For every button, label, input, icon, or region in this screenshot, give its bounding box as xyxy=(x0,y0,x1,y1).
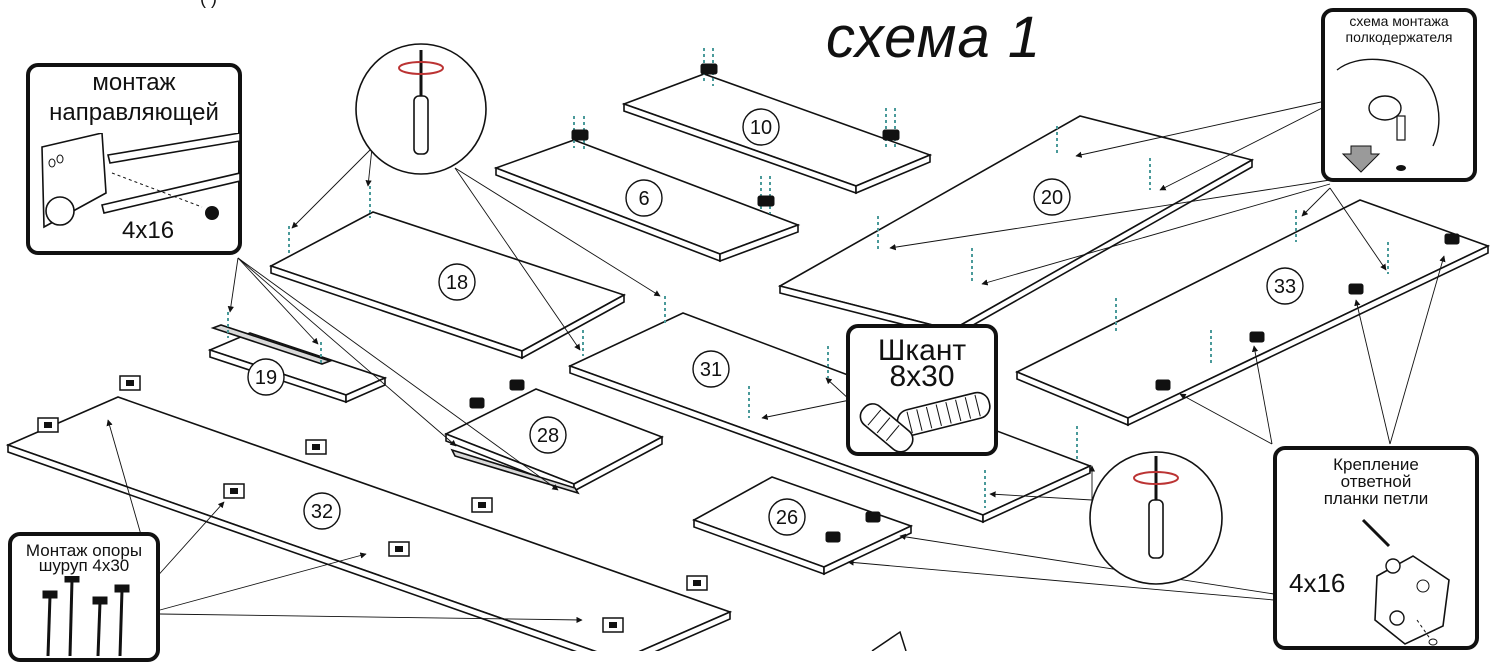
panel-31-board xyxy=(567,312,1093,524)
partial-bracket xyxy=(871,630,907,651)
dowel-illustration xyxy=(859,391,991,453)
callout-hinge-screw-size: 4x16 xyxy=(1289,568,1346,598)
callout-rail-line1: монтаж xyxy=(92,69,176,96)
callout-shelf-line1: схема монтажа xyxy=(1349,13,1449,29)
callout-dowel-line2: 8x30 xyxy=(889,360,955,393)
callout-rail-screw-size: 4x16 xyxy=(122,217,175,244)
callout-hinge-plate: Крепление ответной планки петли 4x16 xyxy=(1273,446,1479,650)
panel-20-number: 20 xyxy=(1041,187,1063,209)
callout-dowel-line1: Шкант xyxy=(877,334,967,367)
callout-hinge-line3: планки петли xyxy=(1323,489,1429,508)
screwdriver-detail-bottom xyxy=(1089,451,1223,585)
screwdriver-detail-top xyxy=(355,43,487,175)
callout-shelf-line2: полкодержателя xyxy=(1345,29,1453,45)
panel-18-number: 18 xyxy=(446,272,468,294)
panel-33-number: 33 xyxy=(1274,276,1296,298)
callout-hinge-line2: ответной xyxy=(1340,472,1412,491)
callout-rail-mounting: монтаж направляющей 4x16 xyxy=(26,63,242,255)
long-screws-illustration xyxy=(42,576,130,656)
panel-19-board xyxy=(207,324,388,404)
panel-6-circle xyxy=(625,179,663,217)
panel-31-number: 31 xyxy=(700,359,722,381)
panel-10-number: 10 xyxy=(750,117,772,139)
callout-foot-line2: шуруп 4x30 xyxy=(38,556,130,575)
panel-19-number: 19 xyxy=(255,367,277,389)
panel-32-board xyxy=(5,396,733,651)
rail-illustration xyxy=(41,133,240,229)
panel-26-number: 26 xyxy=(776,507,798,529)
hinge-plate-illustration xyxy=(1361,518,1450,646)
panel-32-number: 32 xyxy=(311,501,333,523)
panel-20-board xyxy=(777,115,1255,339)
page-title: схема 1 xyxy=(826,5,1042,70)
leader-arrows xyxy=(106,99,1446,624)
hand-pushing-holder-illustration xyxy=(1336,58,1440,173)
cropped-header-fragment: ( ) xyxy=(200,0,217,9)
panel-33-circle xyxy=(1266,267,1304,305)
callout-dowel: Шкант 8x30 xyxy=(846,324,998,456)
panel-19-circle xyxy=(247,358,285,396)
panel-28-circle xyxy=(529,416,567,454)
panel-31-circle xyxy=(692,350,730,388)
callout-hinge-line1: Крепление xyxy=(1333,455,1419,474)
panel-20-circle xyxy=(1033,178,1071,216)
callout-rail-line2: направляющей xyxy=(49,99,219,126)
panel-6-number: 6 xyxy=(638,188,649,210)
panel-28-number: 28 xyxy=(537,425,559,447)
fittings xyxy=(469,63,1460,543)
panel-26-circle xyxy=(768,498,806,536)
panel-10-circle xyxy=(742,108,780,146)
panel-33-board xyxy=(1015,199,1491,427)
panel-18-circle xyxy=(438,263,476,301)
callout-shelf-holder: схема монтажа полкодержателя xyxy=(1321,8,1477,182)
callout-foot-support: Монтаж опоры шуруп 4x30 xyxy=(8,532,160,662)
callout-foot-line1: Монтаж опоры xyxy=(25,541,143,560)
panel-32-circle xyxy=(303,492,341,530)
